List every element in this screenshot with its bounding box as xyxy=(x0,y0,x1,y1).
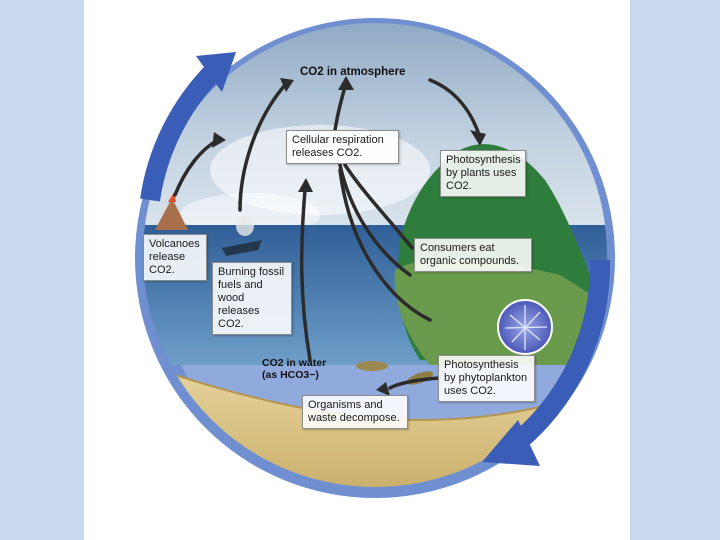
right-margin xyxy=(630,0,720,540)
label-burning-fossil-fuels: Burning fossil fuels and wood releases C… xyxy=(212,262,292,335)
label-photosynthesis-phytoplankton: Photosynthesis by phytoplankton uses CO2… xyxy=(438,355,535,402)
label-decompose: Organisms and waste decompose. xyxy=(302,395,408,429)
ship xyxy=(222,240,262,256)
fish xyxy=(356,361,388,371)
label-co2-in-water: CO2 in water (as HCO3−) xyxy=(262,357,327,381)
volcano xyxy=(155,198,188,230)
cycle-arrow-left xyxy=(140,62,223,202)
left-margin xyxy=(0,0,84,540)
label-photosynthesis-plants: Photosynthesis by plants uses CO2. xyxy=(440,150,526,197)
label-consumers: Consumers eat organic compounds. xyxy=(414,238,532,272)
cycle-arrow-right xyxy=(513,259,611,448)
label-cellular-respiration: Cellular respiration releases CO2. xyxy=(286,130,399,164)
title-co2-atmosphere: CO2 in atmosphere xyxy=(300,66,406,78)
label-volcanoes: Volcanoes release CO2. xyxy=(143,234,207,281)
